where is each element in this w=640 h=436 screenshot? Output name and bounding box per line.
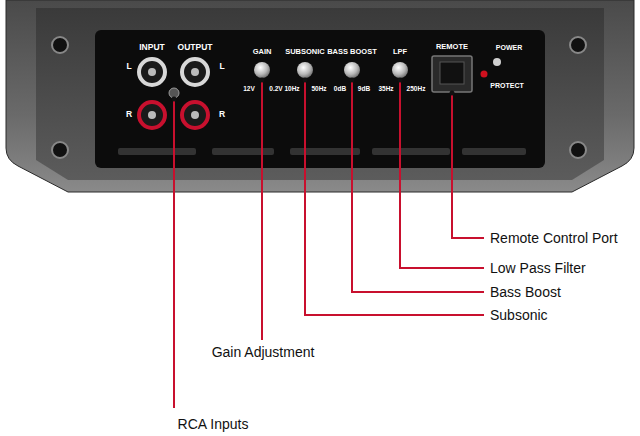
vent-slot [462,148,526,155]
callout-label: RCA Inputs [178,416,249,432]
control-panel [95,30,545,168]
screw [570,37,586,53]
scale-label: 0.2V [269,85,282,92]
remote-port [432,56,472,92]
callout-label: Low Pass Filter [490,260,586,276]
scale-label: 0dB [334,85,346,92]
lpf-knob [392,62,408,78]
rca-jack [139,102,165,128]
vent-slot [118,148,196,155]
control-label: GAIN [253,48,272,57]
scale-label: 50Hz [311,85,326,92]
vent-slot [372,148,450,155]
control-label: REMOTE [436,43,468,52]
leader-line [400,80,484,268]
leader-dot [450,91,455,96]
scale-label: 10Hz [284,85,299,92]
indicator-label: PROTECT [490,82,523,90]
channel-label: R [126,110,132,120]
housing-bezel [36,8,604,180]
channel-label: L [126,62,131,72]
leader-line [305,80,484,315]
screw [52,37,68,53]
panel-label: OUTPUT [178,43,213,53]
leader-dot [398,78,403,83]
control-label: BASS BOOST [327,48,377,57]
leader-line [352,80,484,292]
leader-line [452,92,484,238]
control-label: SUBSONIC [285,48,325,57]
remote-port-socket [440,62,464,84]
callout-label: Subsonic [490,307,548,323]
panel-label: INPUT [139,43,165,53]
vent-slot [290,148,360,155]
gain-knob [254,62,270,78]
callout-label: Remote Control Port [490,230,618,246]
rca-jack [139,59,165,85]
control-label: LPF [393,48,407,57]
leader-line [173,99,175,408]
protect-led [481,71,488,78]
vent-slot [212,148,274,155]
channel-label: L [219,62,224,72]
scale-label: 35Hz [378,85,393,92]
leader-lines [174,80,484,408]
leader-dot [350,78,355,83]
callout-label: Bass Boost [490,284,561,300]
screw [52,142,68,158]
rca-jack [182,59,208,85]
leader-dot [260,78,265,83]
indicator-label: POWER [496,44,522,52]
rca-pin [191,111,199,119]
channel-label: R [219,110,225,120]
rca-pin [191,68,199,76]
screw [570,142,586,158]
rca-pin [148,68,156,76]
amp-housing [6,0,634,192]
rca-pin [148,111,156,119]
leader-dot [172,97,177,102]
scale-label: 250Hz [407,85,426,92]
scale-label: 12V [243,85,255,92]
leader-dot [303,78,308,83]
rca-jack [182,102,208,128]
subsonic-knob [297,62,313,78]
power-led [493,58,501,66]
bass-boost-knob [344,62,360,78]
callout-label: Gain Adjustment [212,344,315,360]
leader-line [261,80,263,340]
scale-label: 9dB [358,85,370,92]
